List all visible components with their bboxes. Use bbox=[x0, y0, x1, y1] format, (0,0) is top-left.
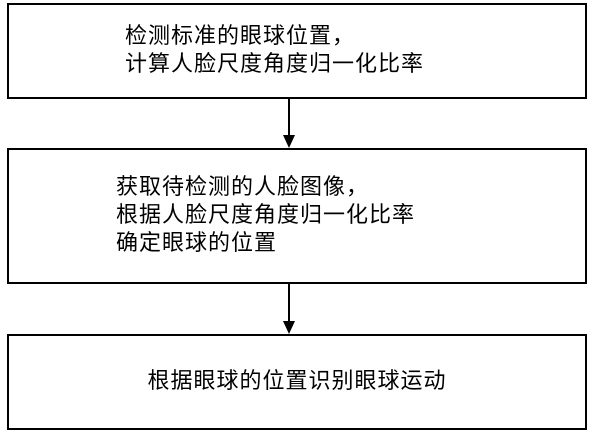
step-1-line-2: 计算人脸尺度角度归一化比率 bbox=[125, 52, 425, 77]
step-box-1: 检测标准的眼球位置， 计算人脸尺度角度归一化比率 bbox=[7, 3, 587, 99]
step-3-line-1: 根据眼球的位置识别眼球运动 bbox=[147, 369, 447, 394]
step-1-line-1: 检测标准的眼球位置， bbox=[125, 24, 356, 49]
arrow-down-icon bbox=[282, 284, 296, 334]
step-2-line-3: 确定眼球的位置 bbox=[116, 231, 278, 256]
step-box-3: 根据眼球的位置识别眼球运动 bbox=[7, 334, 587, 430]
step-2-line-2: 根据人脸尺度角度归一化比率 bbox=[116, 203, 416, 228]
step-box-2: 获取待检测的人脸图像， 根据人脸尺度角度归一化比率 确定眼球的位置 bbox=[7, 148, 587, 284]
arrow-down-icon bbox=[282, 99, 296, 148]
step-2-line-1: 获取待检测的人脸图像， bbox=[116, 175, 370, 200]
